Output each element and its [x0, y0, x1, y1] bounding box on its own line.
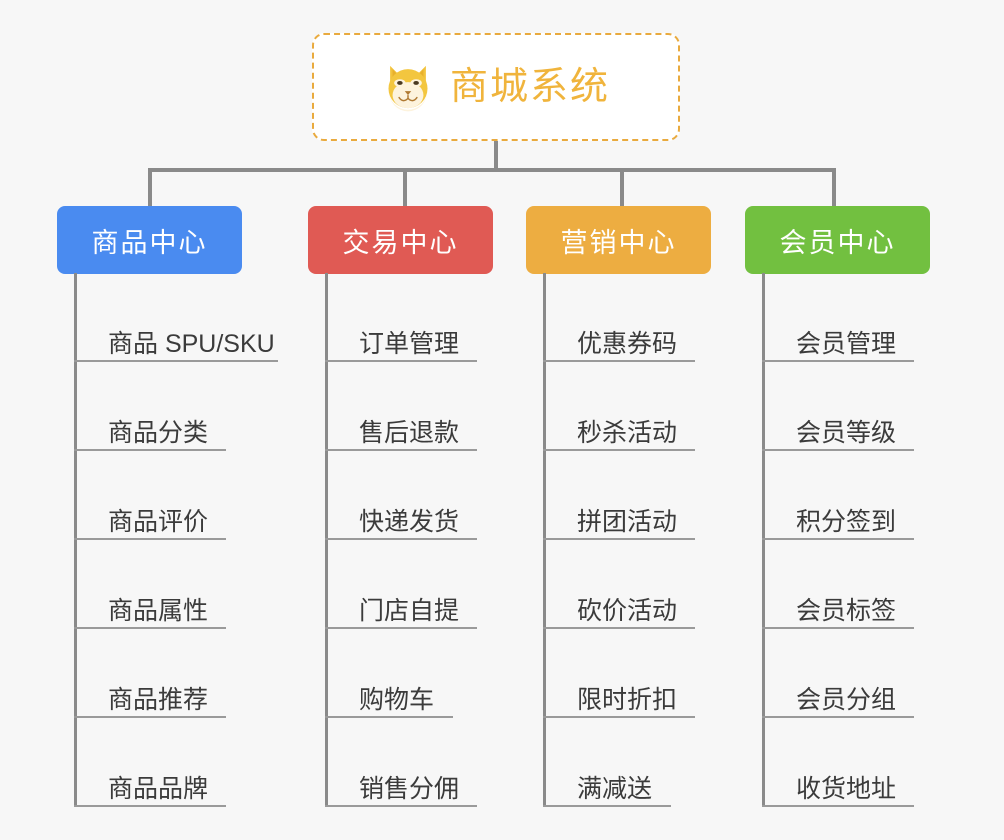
leaf-label: 会员分组 [796, 685, 897, 714]
leaf-column-3: 优惠券码 秒杀活动 拼团活动 砍价活动 限时折扣 满减送 [543, 273, 773, 807]
leaf-underline [762, 627, 914, 629]
leaf-label: 积分签到 [796, 507, 897, 536]
shiba-dog-face-icon [388, 65, 428, 112]
leaf-spine-4 [762, 273, 765, 807]
root-node[interactable]: 商城系统 [312, 33, 680, 141]
leaf-item-1-5[interactable]: 商品推荐 [74, 629, 304, 718]
leaf-item-1-2[interactable]: 商品分类 [74, 362, 304, 451]
leaf-item-1-3[interactable]: 商品评价 [74, 451, 304, 540]
leaf-underline [74, 627, 226, 629]
leaf-item-2-6[interactable]: 销售分佣 [325, 718, 555, 807]
category-box-1[interactable]: 商品中心 [57, 206, 242, 274]
category-label-2: 交易中心 [342, 227, 459, 258]
leaf-underline [543, 360, 695, 362]
leaf-item-4-2[interactable]: 会员等级 [762, 362, 992, 451]
leaf-underline [74, 805, 226, 807]
leaf-underline [543, 449, 695, 451]
category-box-4[interactable]: 会员中心 [745, 206, 930, 274]
leaf-item-4-6[interactable]: 收货地址 [762, 718, 992, 807]
leaf-label: 商品评价 [108, 507, 209, 536]
leaf-item-1-6[interactable]: 商品品牌 [74, 718, 304, 807]
leaf-item-3-5[interactable]: 限时折扣 [543, 629, 773, 718]
leaf-label: 商品推荐 [108, 685, 209, 714]
leaf-label: 会员管理 [796, 329, 897, 358]
leaf-label: 限时折扣 [577, 685, 678, 714]
leaf-label: 售后退款 [359, 418, 460, 447]
leaf-label: 秒杀活动 [577, 418, 678, 447]
leaf-underline [325, 716, 453, 718]
leaf-label: 快递发货 [359, 507, 460, 536]
leaf-item-3-6[interactable]: 满减送 [543, 718, 773, 807]
leaf-label: 订单管理 [359, 329, 460, 358]
leaf-underline [543, 805, 671, 807]
connector-drop-1 [148, 168, 152, 206]
leaf-item-4-4[interactable]: 会员标签 [762, 540, 992, 629]
leaf-item-2-5[interactable]: 购物车 [325, 629, 555, 718]
leaf-underline [543, 538, 695, 540]
root-title: 商城系统 [449, 66, 610, 108]
leaf-underline [325, 538, 477, 540]
leaf-label: 商品 SPU/SKU [108, 329, 275, 358]
leaf-underline [325, 449, 477, 451]
leaf-item-2-1[interactable]: 订单管理 [325, 273, 555, 362]
leaf-spine-1 [74, 273, 77, 807]
leaf-underline [762, 716, 914, 718]
leaf-item-1-1[interactable]: 商品 SPU/SKU [74, 273, 304, 362]
leaf-label: 会员等级 [796, 418, 897, 447]
leaf-label: 门店自提 [359, 596, 460, 625]
leaf-column-4: 会员管理 会员等级 积分签到 会员标签 会员分组 收货地址 [762, 273, 992, 807]
leaf-label: 购物车 [359, 685, 435, 714]
leaf-label: 拼团活动 [577, 507, 678, 536]
leaf-label: 商品属性 [108, 596, 209, 625]
leaf-label: 砍价活动 [577, 596, 678, 625]
leaf-underline [762, 538, 914, 540]
leaf-item-4-5[interactable]: 会员分组 [762, 629, 992, 718]
leaf-underline [325, 360, 477, 362]
leaf-label: 会员标签 [796, 596, 897, 625]
leaf-label: 满减送 [577, 774, 653, 803]
leaf-label: 商品分类 [108, 418, 209, 447]
connector-horizontal-bus [148, 168, 836, 172]
leaf-underline [543, 716, 695, 718]
leaf-underline [325, 805, 477, 807]
leaf-item-4-3[interactable]: 积分签到 [762, 451, 992, 540]
leaf-column-2: 订单管理 售后退款 快递发货 门店自提 购物车 销售分佣 [325, 273, 555, 807]
leaf-underline [74, 538, 226, 540]
leaf-spine-3 [543, 273, 546, 807]
category-box-3[interactable]: 营销中心 [526, 206, 711, 274]
leaf-underline [762, 360, 914, 362]
leaf-underline [762, 805, 914, 807]
connector-drop-2 [403, 168, 407, 206]
leaf-spine-2 [325, 273, 328, 807]
leaf-item-1-4[interactable]: 商品属性 [74, 540, 304, 629]
connector-drop-4 [832, 168, 836, 206]
connector-drop-3 [620, 168, 624, 206]
leaf-label: 优惠券码 [577, 329, 678, 358]
leaf-item-2-2[interactable]: 售后退款 [325, 362, 555, 451]
leaf-underline [325, 627, 477, 629]
leaf-item-2-3[interactable]: 快递发货 [325, 451, 555, 540]
leaf-item-3-2[interactable]: 秒杀活动 [543, 362, 773, 451]
leaf-item-4-1[interactable]: 会员管理 [762, 273, 992, 362]
leaf-underline [74, 449, 226, 451]
category-box-2[interactable]: 交易中心 [308, 206, 493, 274]
leaf-item-3-1[interactable]: 优惠券码 [543, 273, 773, 362]
leaf-column-1: 商品 SPU/SKU 商品分类 商品评价 商品属性 商品推荐 商品品牌 [74, 273, 304, 807]
category-label-4: 会员中心 [779, 227, 896, 258]
leaf-label: 商品品牌 [108, 774, 209, 803]
leaf-underline [74, 360, 278, 362]
leaf-underline [74, 716, 226, 718]
leaf-item-3-4[interactable]: 砍价活动 [543, 540, 773, 629]
leaf-underline [762, 449, 914, 451]
leaf-underline [543, 627, 695, 629]
connector-root-stem [494, 141, 498, 170]
category-label-1: 商品中心 [91, 227, 208, 258]
leaf-label: 收货地址 [796, 774, 897, 803]
leaf-label: 销售分佣 [359, 774, 460, 803]
category-label-3: 营销中心 [560, 227, 677, 258]
leaf-item-3-3[interactable]: 拼团活动 [543, 451, 773, 540]
leaf-item-2-4[interactable]: 门店自提 [325, 540, 555, 629]
